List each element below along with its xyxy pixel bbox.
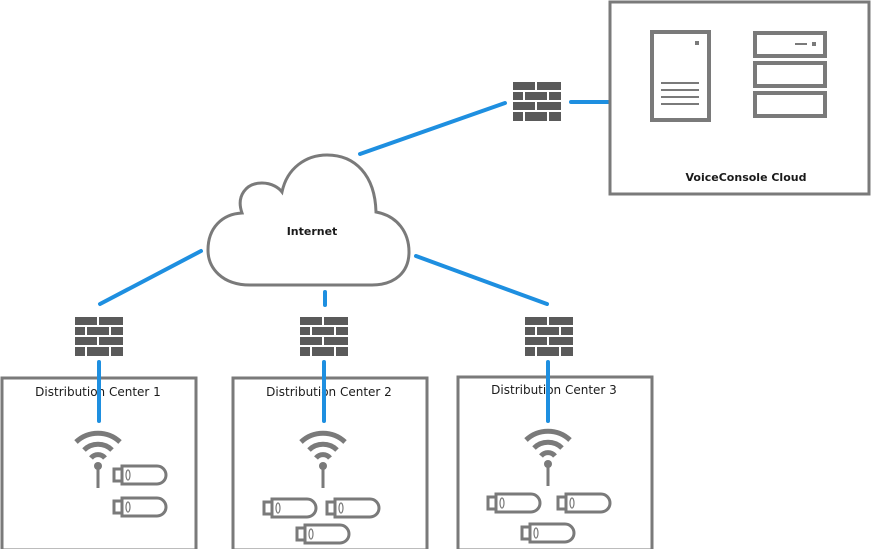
voiceconsole-cloud-site: VoiceConsole Cloud [608,0,871,196]
internet-label: Internet [287,225,338,238]
tower-server-icon [650,30,711,122]
distribution-center-2: Distribution Center 2 [231,360,429,549]
rack-server-icon [753,31,827,118]
voiceconsole-cloud-label: VoiceConsole Cloud [686,171,807,184]
cloud-icon [206,153,411,287]
link-internet-to-cloud-firewall [358,101,507,156]
distribution-center-1: Distribution Center 1 [0,360,198,549]
links [98,100,611,307]
firewall-icon [300,317,348,357]
internet-cloud: Internet [206,153,411,287]
firewall-icon [513,82,561,122]
site-label: Distribution Center 3 [491,383,617,397]
firewall-icon [525,317,573,357]
distribution-center-3: Distribution Center 3 [456,360,654,549]
link-internet-to-dc1-firewall [98,249,203,306]
link-internet-to-dc3-firewall [414,254,549,306]
site-label: Distribution Center 2 [266,385,392,399]
firewall-icon [75,317,123,357]
